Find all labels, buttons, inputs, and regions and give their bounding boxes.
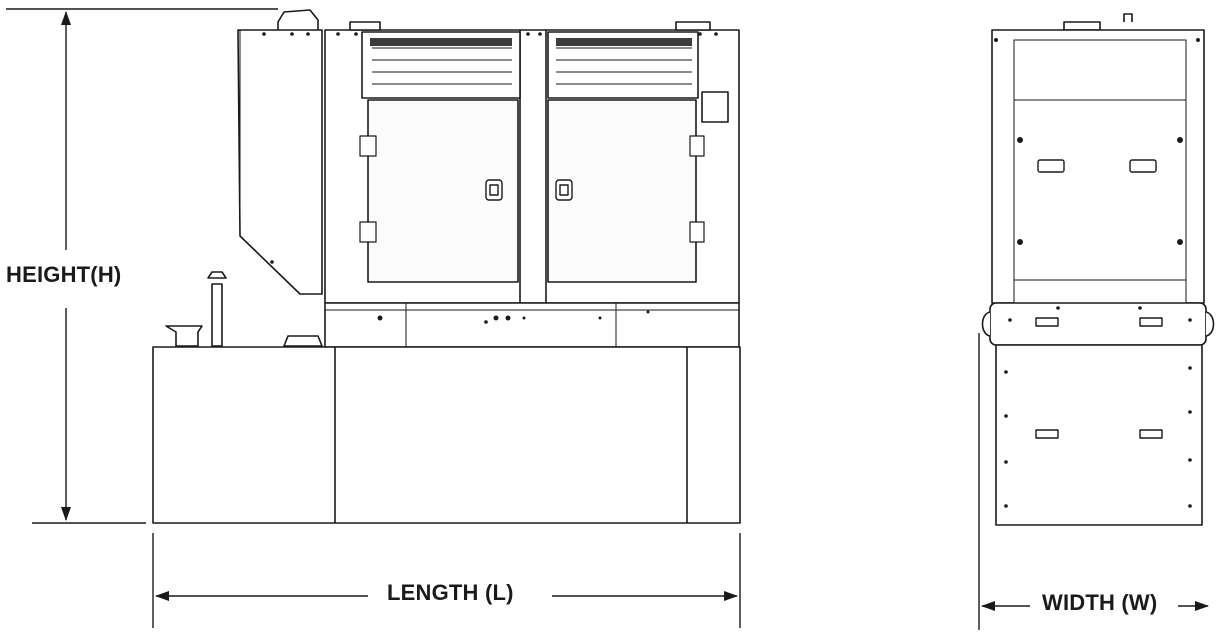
rivet-dots-end: [994, 38, 1200, 508]
door-handle-end: [1038, 160, 1156, 172]
end-tank-slots: [1036, 430, 1162, 438]
end-roof-cap: [1064, 22, 1100, 30]
length-dimension: [153, 533, 740, 628]
roof-cap-2: [676, 22, 710, 30]
hinge-icon: [360, 136, 704, 242]
height-label: HEIGHT(H): [2, 262, 126, 288]
fuel-tank: [153, 347, 740, 523]
latch-handle-icon: [486, 180, 572, 200]
end-fuel-tank: [996, 345, 1202, 525]
end-exhaust-stack: [1124, 14, 1132, 22]
intake-housing: [238, 30, 322, 294]
end-lift-lug-left: [983, 312, 991, 336]
width-label: WIDTH (W): [1040, 590, 1160, 616]
fill-box: [284, 336, 322, 346]
fuel-cap-icon: [166, 326, 202, 346]
exhaust-stack: [278, 10, 318, 32]
generator-end-view: [983, 14, 1214, 525]
louver-left: [362, 32, 520, 98]
height-dimension: [6, 9, 278, 523]
louver-right: [548, 32, 698, 98]
generator-side-view: [153, 10, 740, 523]
roof-cap: [350, 22, 380, 30]
exhaust-cap-icon: [208, 272, 226, 346]
width-dimension: [979, 333, 1209, 630]
end-slot-icons: [1036, 318, 1162, 326]
end-lift-lug-right: [1206, 312, 1214, 336]
end-base-frame: [990, 303, 1206, 345]
length-label: LENGTH (L): [383, 580, 518, 606]
rivet-dots-side: [262, 32, 718, 324]
control-plate: [702, 92, 728, 122]
